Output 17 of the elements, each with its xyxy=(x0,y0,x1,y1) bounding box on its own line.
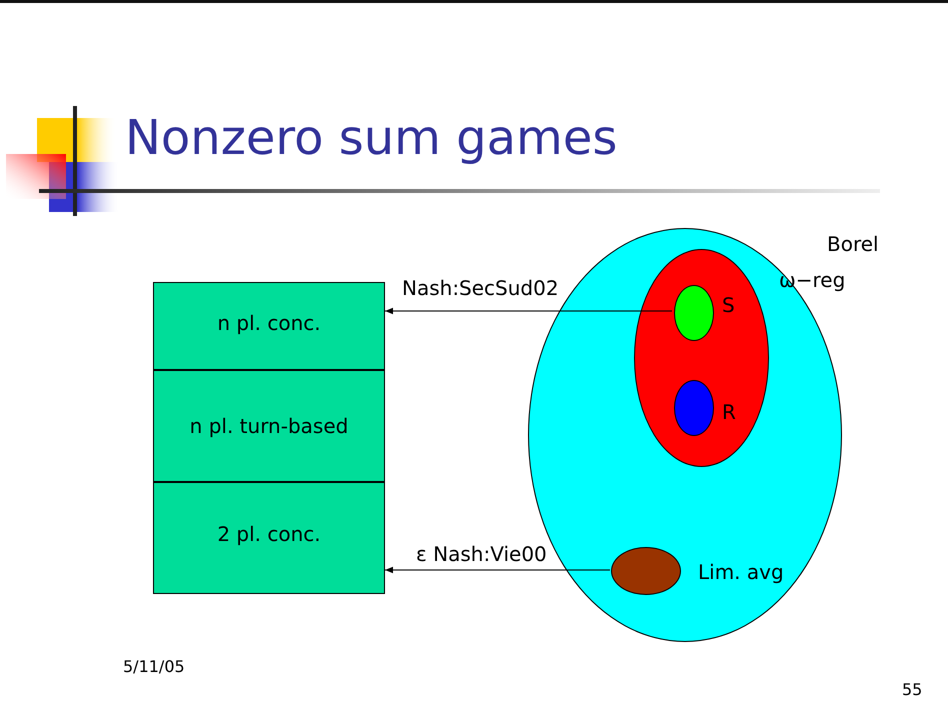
page-number: 55 xyxy=(902,680,922,699)
table-row-box xyxy=(153,282,385,370)
table-row-box xyxy=(153,482,385,594)
region-label: R xyxy=(722,400,736,424)
region-label: S xyxy=(722,293,735,317)
row-label: 2 pl. conc. xyxy=(217,522,321,546)
row-label: n pl. conc. xyxy=(217,311,321,335)
arrow xyxy=(384,566,610,574)
region-label: Borel xyxy=(827,232,879,256)
table-row-box xyxy=(153,370,385,482)
edge-label: Nash:SecSud02 xyxy=(402,276,559,300)
row-label: n pl. turn-based xyxy=(190,414,348,438)
edge-label: ε Nash:Vie00 xyxy=(416,542,547,566)
slide-title: Nonzero sum games xyxy=(125,110,618,166)
region-label: Lim. avg xyxy=(698,560,784,584)
arrow xyxy=(384,308,672,314)
date-label: 5/11/05 xyxy=(123,657,185,676)
